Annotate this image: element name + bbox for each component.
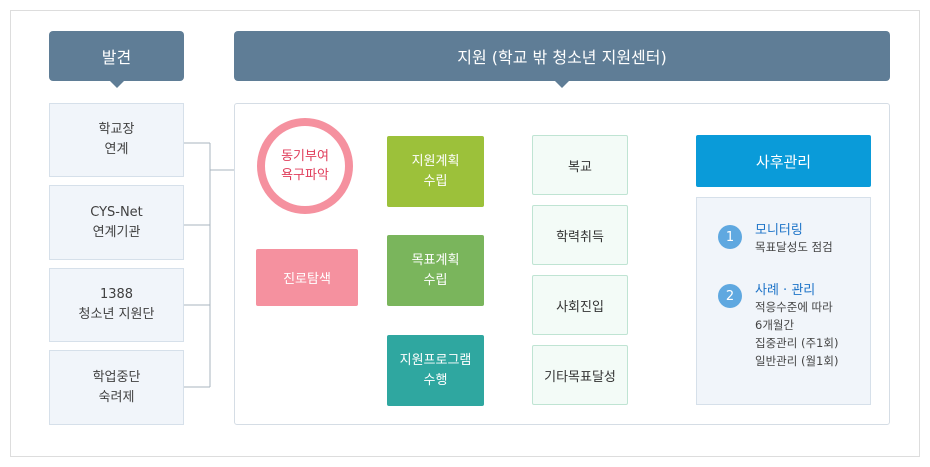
discovery-header: 발견: [49, 31, 184, 88]
outcome-qualification: 학력취득: [532, 205, 628, 265]
outcome-other-goals: 기타목표달성: [532, 345, 628, 405]
aftercare-item-1-number: 1: [718, 225, 742, 249]
aftercare-item-2-desc: 적응수준에 따라 6개월간 집중관리 (주1회) 일반관리 (월1회): [755, 300, 839, 368]
discovery-source-cysnet: CYS-Net 연계기관: [49, 185, 184, 260]
career-exploration-box: 진로탐색: [256, 249, 358, 306]
step-goal-plan: 목표계획 수립: [387, 235, 484, 306]
support-header: 지원 (학교 밖 청소년 지원센터): [234, 31, 890, 88]
aftercare-item-1-title: 모니터링: [755, 223, 803, 238]
aftercare-panel: 1 모니터링 목표달성도 점검 2 사례 · 관리 적응수준에 따라 6개월간 …: [696, 197, 871, 405]
step-support-plan: 지원계획 수립: [387, 136, 484, 207]
discovery-source-deliberation: 학업중단 숙려제: [49, 350, 184, 425]
aftercare-item-1-desc: 목표달성도 점검: [755, 240, 833, 254]
outcome-social-entry: 사회진입: [532, 275, 628, 335]
aftercare-item-2-title: 사례 · 관리: [755, 283, 816, 298]
aftercare-item-2-number: 2: [718, 284, 742, 308]
support-header-label: 지원 (학교 밖 청소년 지원센터): [457, 48, 667, 67]
discovery-source-1388: 1388 청소년 지원단: [49, 268, 184, 342]
step-program-execution: 지원프로그램 수행: [387, 335, 484, 406]
discovery-source-school: 학교장 연계: [49, 103, 184, 177]
discovery-header-label: 발견: [101, 48, 132, 67]
outcome-return-to-school: 복교: [532, 135, 628, 195]
motivation-circle: 동기부여 욕구파악: [257, 118, 353, 214]
aftercare-header: 사후관리: [696, 135, 871, 187]
